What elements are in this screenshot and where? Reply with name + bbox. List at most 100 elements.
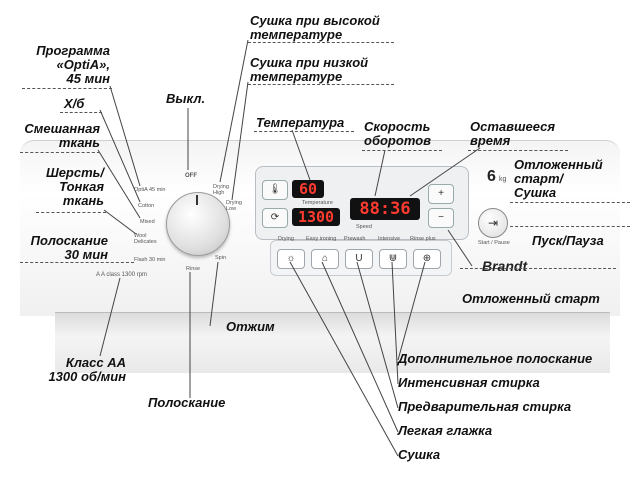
- off-mark: OFF: [185, 173, 197, 179]
- leader-high-temp: [219, 39, 249, 183]
- dash-remaining: [468, 150, 568, 151]
- dash-cotton: [60, 112, 102, 113]
- machine-body: [55, 312, 610, 373]
- spin-icon: ⟳: [270, 212, 280, 223]
- leader-cotton: [99, 109, 141, 203]
- leader-low-temp: [231, 81, 249, 201]
- leader-speed: [374, 149, 386, 197]
- leader-temperature: [291, 129, 311, 181]
- load-kg: 6: [487, 168, 496, 185]
- leader-wool: [103, 209, 137, 235]
- label-off: Выкл.: [166, 91, 206, 106]
- temperature-display: 60: [292, 180, 324, 198]
- label-prewash: Предварительная стирка: [398, 399, 572, 414]
- class-small: A A class 1300 rpm: [96, 272, 148, 278]
- label-mixed: Смешанная ткань: [24, 121, 100, 150]
- cotton-small: Cotton: [138, 203, 155, 209]
- rinse-plus-icon: ⊕: [422, 253, 432, 264]
- label-spin: Отжим: [226, 319, 275, 334]
- label-spin-speed: Скорость оборотов: [364, 119, 431, 148]
- dash-mixed: [20, 152, 100, 153]
- minus-icon: −: [438, 212, 444, 223]
- start-caption: Start / Pause: [478, 240, 510, 246]
- wool-small: Wool Delicates: [134, 233, 157, 245]
- dash-delayed-dry: [510, 202, 630, 203]
- leader-delayed-start: [447, 229, 473, 267]
- label-low-temp-dry: Сушка при низкой температуре: [250, 55, 369, 84]
- label-program-optia: Программа «OptiA», 45 мин: [36, 43, 110, 86]
- dash-rinse30: [20, 262, 134, 263]
- btn-prewash-caption: Prewash: [344, 236, 366, 242]
- intensive-icon: ⋓: [388, 253, 398, 264]
- leader-easy-iron: [321, 261, 399, 433]
- optia-small: OptiA 45 min: [134, 187, 166, 193]
- thermometer-icon: 🌡: [268, 184, 282, 195]
- rinse-plus-button[interactable]: ⊕: [413, 249, 441, 269]
- drying-low-small: Drying Low: [226, 200, 242, 212]
- program-knob[interactable]: [166, 192, 230, 256]
- start-arrow-icon: ⇥: [487, 216, 499, 230]
- btn-easy-iron-caption: Easy ironing: [306, 236, 337, 242]
- delay-minus-button[interactable]: −: [428, 208, 454, 228]
- drying-button[interactable]: ☼: [277, 249, 305, 269]
- label-temperature: Температура: [256, 115, 345, 130]
- dash-high-temp: [248, 42, 394, 43]
- iron-icon: ⌂: [321, 253, 329, 264]
- btn-drying-caption: Drying: [278, 236, 294, 242]
- dash-delayed-start: [460, 268, 616, 269]
- label-high-temp-dry: Сушка при высокой температуре: [250, 13, 380, 42]
- knob-pointer: [196, 195, 198, 205]
- speed-caption: Speed: [356, 224, 372, 230]
- label-class-aa: Класс АА 1300 об/мин: [48, 355, 126, 384]
- temp-caption: Temperature: [302, 200, 333, 206]
- dash-start-pause: [510, 226, 630, 227]
- label-cotton: Х/б: [64, 96, 85, 111]
- temperature-button[interactable]: 🌡: [262, 180, 288, 200]
- tub-icon: U: [355, 253, 363, 264]
- leader-intensive: [391, 261, 399, 385]
- kg-unit: kg: [499, 176, 507, 183]
- start-pause-button[interactable]: ⇥: [478, 208, 508, 238]
- leader-optia: [109, 85, 141, 187]
- brand-logo: Brandt: [482, 258, 528, 274]
- dash-wool: [36, 212, 106, 213]
- dash-low-temp: [248, 84, 394, 85]
- label-delayed-start: Отложенный старт: [462, 291, 600, 306]
- rinse-small: Rinse: [186, 266, 201, 272]
- label-drying: Сушка: [398, 447, 441, 462]
- leader-prewash: [356, 261, 399, 409]
- leader-mixed: [97, 149, 141, 219]
- leader-class: [99, 277, 121, 357]
- label-wool: Шерсть/ Тонкая ткань: [45, 165, 104, 208]
- option-buttons-row: ☼ ⌂ U ⋓ ⊕: [270, 240, 452, 276]
- leader-extra-rinse: [397, 261, 426, 361]
- leader-spin: [209, 261, 219, 327]
- label-rinse: Полоскание: [148, 395, 226, 410]
- plus-icon: +: [438, 188, 444, 199]
- speed-display: 1300: [292, 208, 340, 226]
- label-easy-iron: Легкая глажка: [398, 423, 493, 438]
- flash-small: Flash 30 min: [134, 257, 166, 263]
- spin-speed-button[interactable]: ⟳: [262, 208, 288, 228]
- leader-drying: [289, 261, 399, 457]
- leader-remaining: [409, 147, 481, 197]
- mixed-small: Mixed: [140, 219, 155, 225]
- sun-icon: ☼: [286, 253, 296, 264]
- label-rinse30: Полоскание 30 мин: [30, 233, 108, 262]
- btn-intensive-caption: Intensive: [378, 236, 401, 242]
- dash-optia: [22, 88, 112, 89]
- label-remaining-time: Оставшееся время: [470, 119, 556, 148]
- label-start-pause: Пуск/Пауза: [532, 233, 604, 248]
- btn-rinse-plus-caption: Rinse plus: [410, 236, 436, 242]
- label-delayed-start-dry: Отложенный старт/ Сушка: [514, 157, 603, 200]
- intensive-button[interactable]: ⋓: [379, 249, 407, 269]
- drying-high-small: Drying High: [213, 184, 229, 196]
- label-extra-rinse: Дополнительное полоскание: [398, 351, 593, 366]
- dash-temperature: [254, 131, 354, 132]
- label-intensive: Интенсивная стирка: [398, 375, 540, 390]
- time-display: 88:36: [350, 198, 420, 220]
- dash-speed: [362, 150, 442, 151]
- delay-plus-button[interactable]: +: [428, 184, 454, 204]
- spin-small: Spin: [215, 255, 227, 261]
